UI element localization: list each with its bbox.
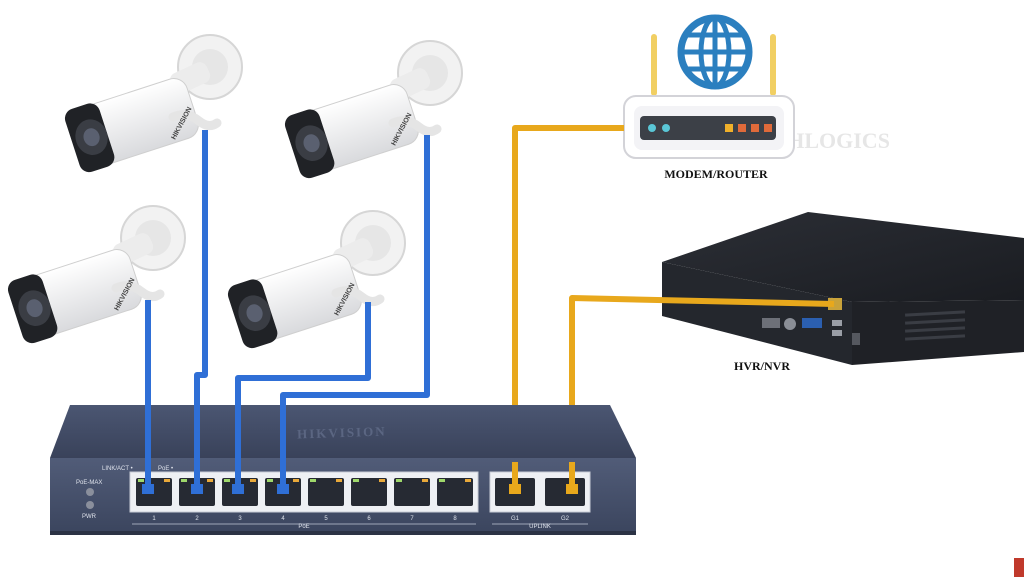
cable-router-uplink	[512, 125, 624, 490]
port-number: 2	[195, 516, 199, 522]
nvr-device: HVR/NVR	[662, 212, 1024, 373]
port-number: 3	[238, 516, 242, 522]
camera-2: HIKVISION	[282, 41, 462, 181]
port-number: 7	[410, 516, 414, 522]
port-number: 8	[453, 516, 457, 522]
antenna-icon	[651, 34, 776, 96]
cable-camera-4	[235, 302, 371, 490]
nvr-vents	[904, 310, 966, 341]
modem-router-label: MODEM/ROUTER	[664, 167, 768, 181]
port-number: 5	[324, 516, 328, 522]
poe-group-label: PoE	[298, 524, 309, 530]
globe-icon	[677, 14, 753, 90]
poe-port-6	[351, 478, 387, 506]
uplink-port-2	[545, 478, 585, 506]
camera-4: HIKVISION	[225, 211, 405, 351]
pwr-led	[86, 501, 94, 509]
cable-camera-1	[194, 130, 208, 490]
poe-max-label: PoE-MAX	[76, 480, 102, 486]
camera-3: HIKVISION	[5, 206, 185, 346]
poe-port-5	[308, 478, 344, 506]
camera-1: HIKVISION	[62, 35, 242, 175]
port-number: 1	[152, 516, 156, 522]
pwr-label: PWR	[82, 514, 97, 520]
link-act-label: LINK/ACT •	[102, 466, 133, 472]
poe-indicator-label: PoE •	[158, 466, 173, 472]
uplink-group-label: UPLINK	[529, 524, 551, 530]
cable-camera-2	[280, 135, 430, 490]
poe-port-8	[437, 478, 473, 506]
poe-port-7	[394, 478, 430, 506]
poe-switch: HIKVISION LINK/ACT • PoE • PoE-MAX PWR	[50, 405, 636, 535]
modem-router: MODEM/ROUTER	[623, 14, 795, 181]
nvr-label: HVR/NVR	[734, 359, 790, 373]
uplink-number: G2	[561, 516, 570, 522]
switch-brand-label: HIKVISION	[297, 423, 387, 441]
corner-logo-icon	[1014, 558, 1024, 577]
uplink-number: G1	[511, 516, 520, 522]
poe-max-led	[86, 488, 94, 496]
poe-cables	[145, 130, 430, 490]
port-number: 4	[281, 516, 285, 522]
port-number: 6	[367, 516, 371, 522]
